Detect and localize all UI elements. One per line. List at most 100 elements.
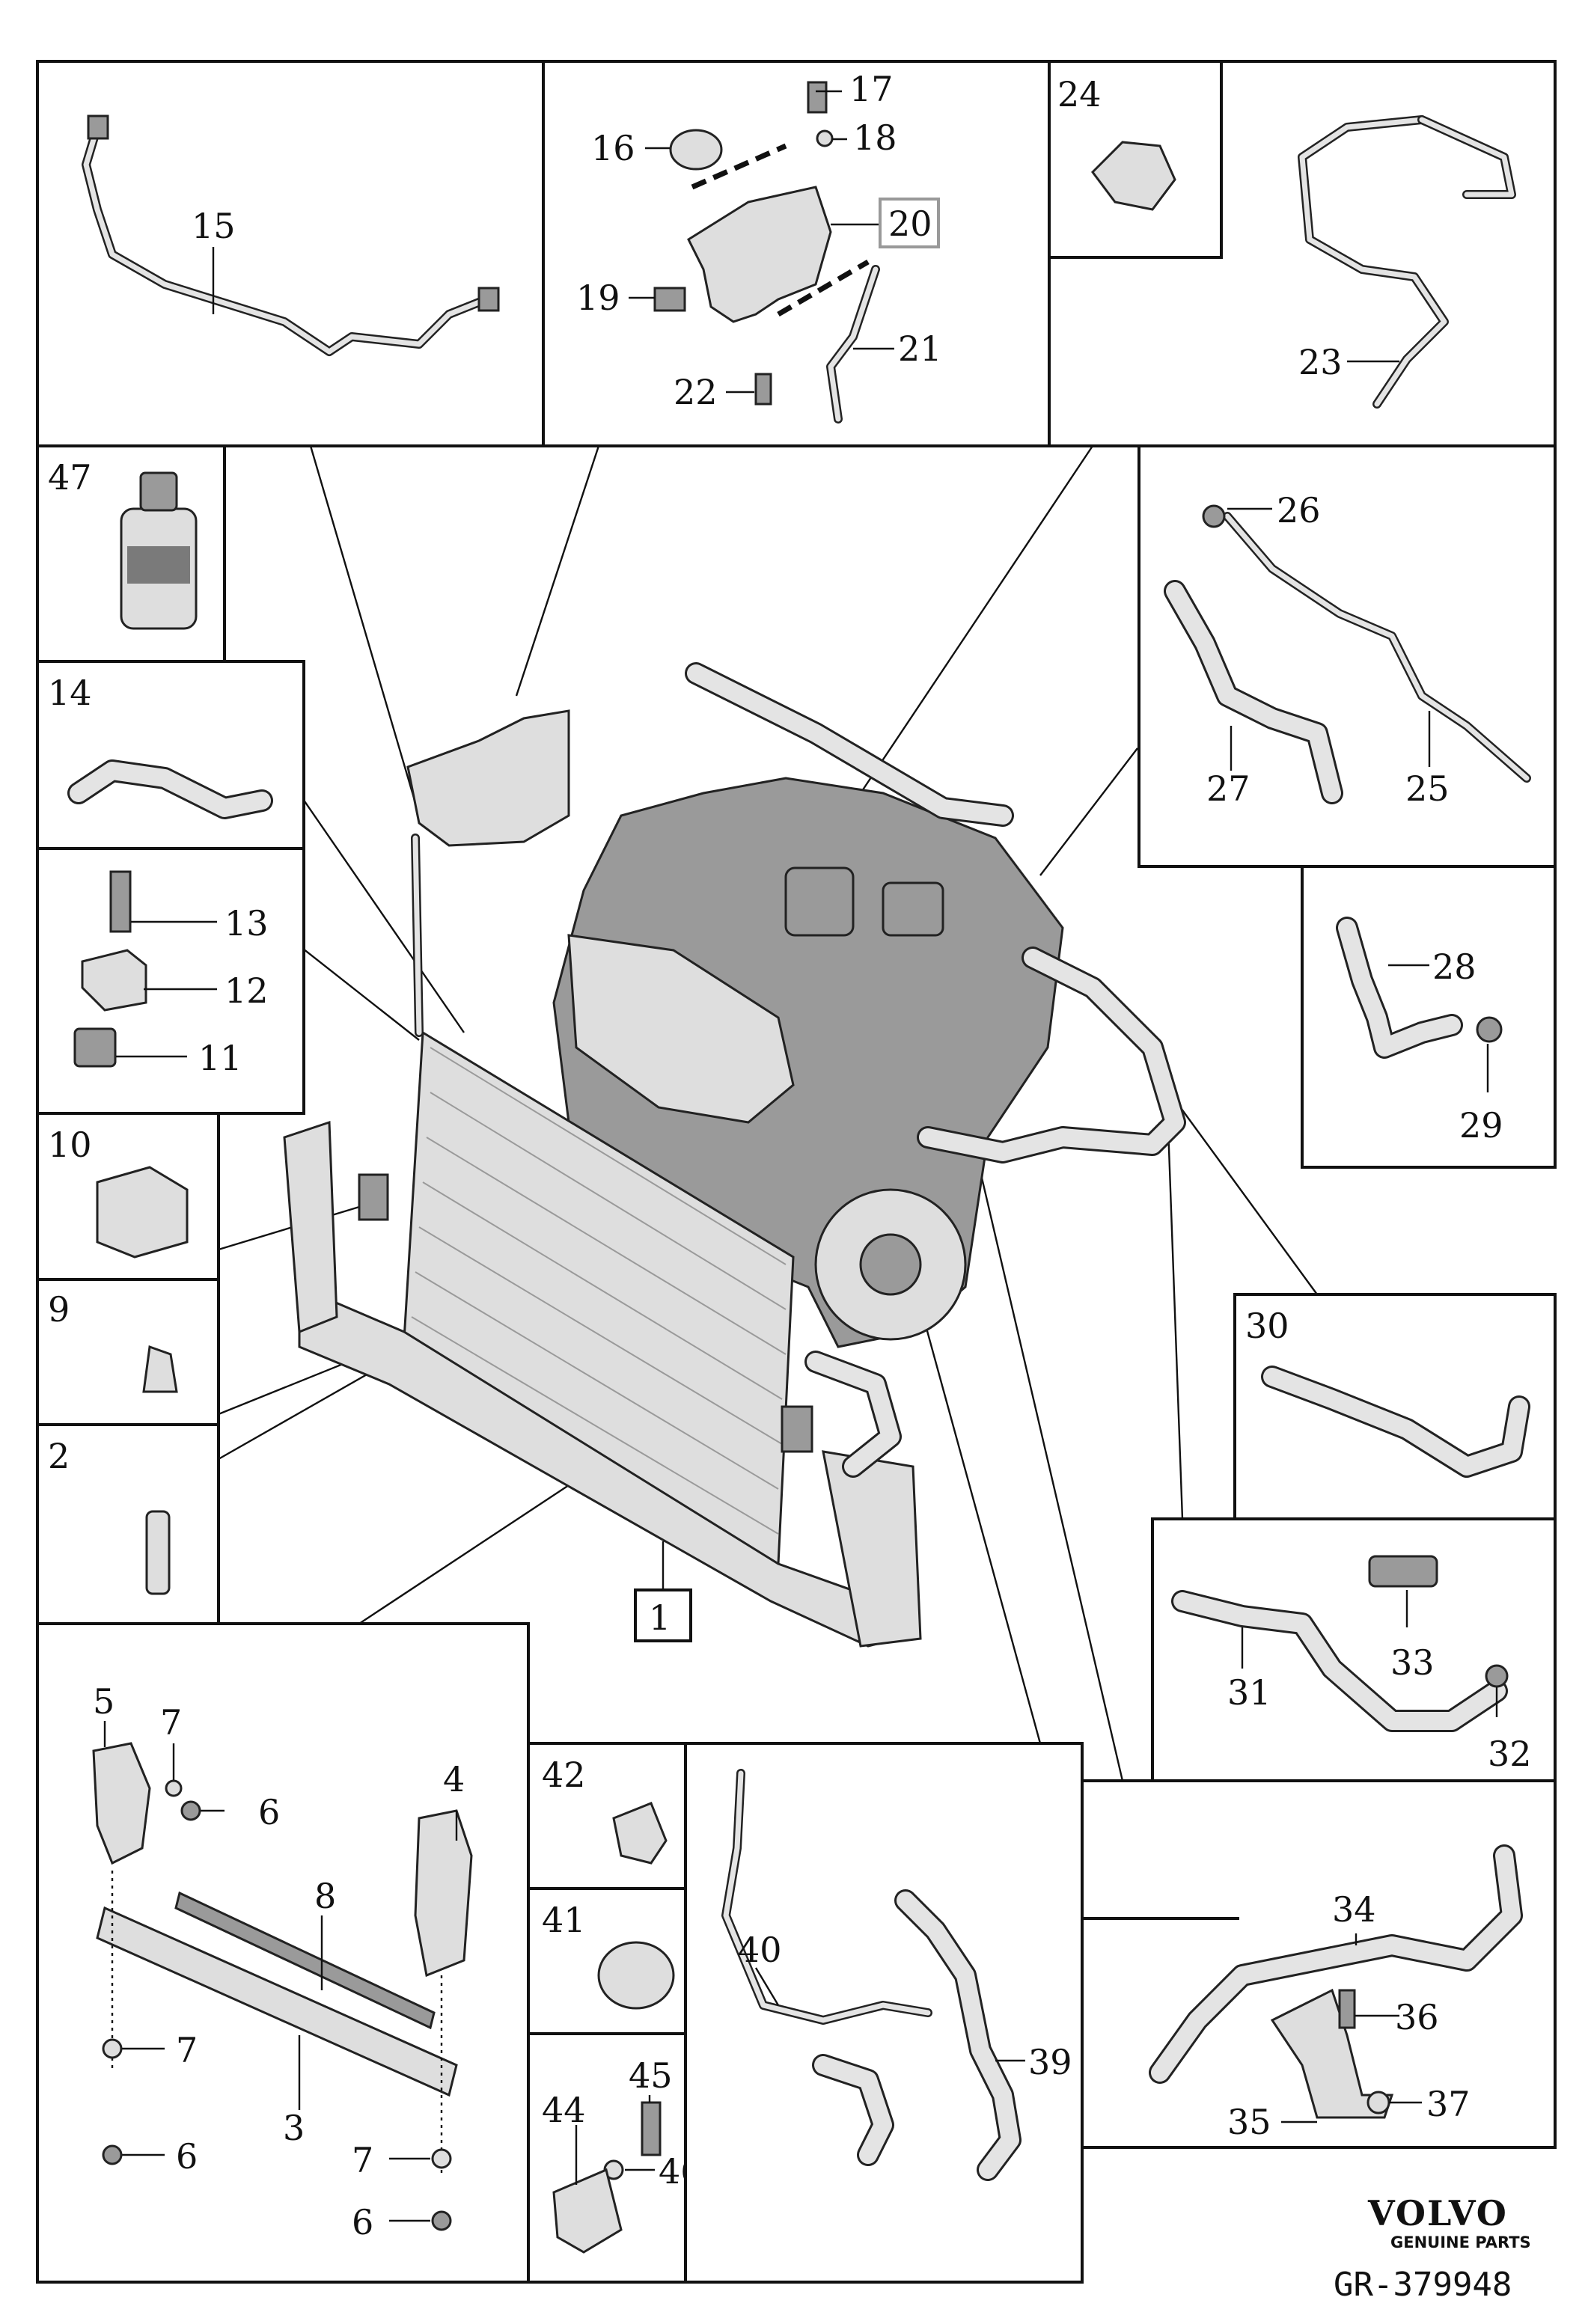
callout-13: 13	[225, 903, 269, 944]
bracket-10	[96, 1166, 189, 1259]
connector-15b	[477, 287, 500, 312]
cap-16	[669, 129, 723, 171]
bracket-35	[1270, 1988, 1394, 2119]
clip-42	[612, 1802, 668, 1865]
bracket-5	[92, 1742, 151, 1865]
panel-3-8: 5 7 6 4 8 7 3 6 7 6	[36, 1622, 530, 2284]
callout-7-left: 7	[176, 2030, 198, 2070]
callout-16: 16	[591, 128, 635, 168]
callout-33: 33	[1390, 1642, 1435, 1683]
callout-11: 11	[198, 1038, 242, 1078]
callout-27: 27	[1206, 768, 1250, 809]
callout-6-top: 6	[258, 1792, 280, 1832]
crossmember-3	[96, 1906, 458, 2097]
callout-37: 37	[1426, 2084, 1471, 2124]
callout-9: 9	[48, 1289, 70, 1330]
callout-42: 42	[542, 1755, 586, 1795]
panel-39-40: 40 39	[684, 1742, 1084, 2284]
genuine-parts-text: GENUINE PARTS	[1390, 2233, 1531, 2251]
panel-16-22: 16 17 18 20 19 21 22	[542, 60, 1051, 447]
callout-1: 1	[649, 1597, 671, 1638]
callout-6-right: 6	[352, 2202, 373, 2242]
callout-30: 30	[1245, 1306, 1289, 1346]
callout-21: 21	[898, 328, 942, 369]
main-assembly: 1	[283, 662, 1186, 1648]
flywheel-hub	[859, 1233, 922, 1296]
nut-37	[1366, 2091, 1390, 2114]
callout-22: 22	[674, 372, 718, 412]
callout-40: 40	[738, 1930, 782, 1970]
bolt-36	[1338, 1989, 1356, 2029]
engine-component	[882, 881, 944, 937]
callout-5: 5	[93, 1681, 114, 1722]
panel-42: 42	[527, 1742, 687, 1890]
panel-2: 2	[36, 1423, 220, 1625]
connector-15a	[87, 114, 109, 140]
panel-34-37: 34 36 37 35	[1081, 1779, 1557, 2149]
callout-19: 19	[576, 278, 620, 318]
callout-18: 18	[853, 117, 897, 158]
bushing-11	[73, 1027, 117, 1068]
callout-41: 41	[542, 1900, 586, 1940]
callout-31: 31	[1227, 1672, 1271, 1713]
callout-4: 4	[443, 1759, 465, 1799]
callout-32: 32	[1488, 1734, 1532, 1774]
callout-34: 34	[1332, 1889, 1376, 1930]
callout-39: 39	[1028, 2042, 1072, 2082]
clamp-32	[1485, 1664, 1509, 1688]
callout-36: 36	[1395, 1997, 1439, 2037]
clip-24	[1091, 141, 1176, 211]
sensor-19	[653, 287, 686, 312]
callout-45: 45	[629, 2055, 673, 2096]
callout-15: 15	[192, 206, 236, 246]
bolt-17	[807, 81, 828, 114]
seal-8	[174, 1891, 436, 2030]
callout-26: 26	[1277, 490, 1321, 530]
expansion-tank-main	[406, 709, 570, 847]
radiator-clip-left	[358, 1173, 389, 1221]
panel-14: 14	[36, 660, 305, 850]
coolant-bottle-label	[127, 546, 190, 584]
callout-47: 47	[48, 457, 92, 498]
callout-20-box	[879, 198, 940, 248]
bolt-13	[109, 870, 132, 933]
diagram-code: GR-379948	[1334, 2266, 1512, 2304]
connector-33	[1368, 1555, 1438, 1588]
callout-20: 20	[888, 204, 932, 244]
panel-41: 41	[527, 1887, 687, 2035]
callout-7-right: 7	[352, 2140, 373, 2180]
panel-15: 15	[36, 60, 545, 447]
right-radiator-bracket	[822, 1450, 922, 1648]
panel-23-24: 24 23	[1048, 60, 1557, 447]
engine-sensor	[784, 866, 855, 937]
washer-18	[816, 129, 834, 147]
panel-10: 10	[36, 1112, 220, 1281]
callout-12: 12	[225, 970, 269, 1011]
callout-8: 8	[314, 1876, 336, 1916]
left-radiator-bracket	[283, 1120, 338, 1334]
callout-24: 24	[1057, 74, 1102, 114]
panel-47: 47	[36, 444, 226, 663]
panel-31-33: 31 33 32	[1151, 1517, 1557, 1782]
clamp-44	[552, 2168, 623, 2254]
bumper-9	[142, 1345, 178, 1393]
callout-44: 44	[542, 2090, 586, 2130]
callout-23: 23	[1298, 342, 1343, 382]
coolant-bottle-cap	[139, 471, 178, 512]
plug-22	[754, 373, 772, 406]
expansion-tank-20	[687, 186, 832, 323]
bracket-12	[81, 949, 147, 1012]
callout-35: 35	[1227, 2102, 1271, 2142]
bracket-4	[414, 1809, 473, 1978]
callout-29: 29	[1459, 1105, 1503, 1146]
panel-11-13: 13 12 11	[36, 847, 305, 1115]
clamp-41	[597, 1941, 675, 2010]
panel-9: 9	[36, 1278, 220, 1426]
bolt-45	[641, 2101, 662, 2156]
callout-1-box	[634, 1588, 692, 1642]
callout-25: 25	[1405, 768, 1450, 809]
pin-2	[145, 1510, 171, 1595]
callout-28: 28	[1432, 947, 1477, 987]
callout-17: 17	[849, 69, 894, 109]
